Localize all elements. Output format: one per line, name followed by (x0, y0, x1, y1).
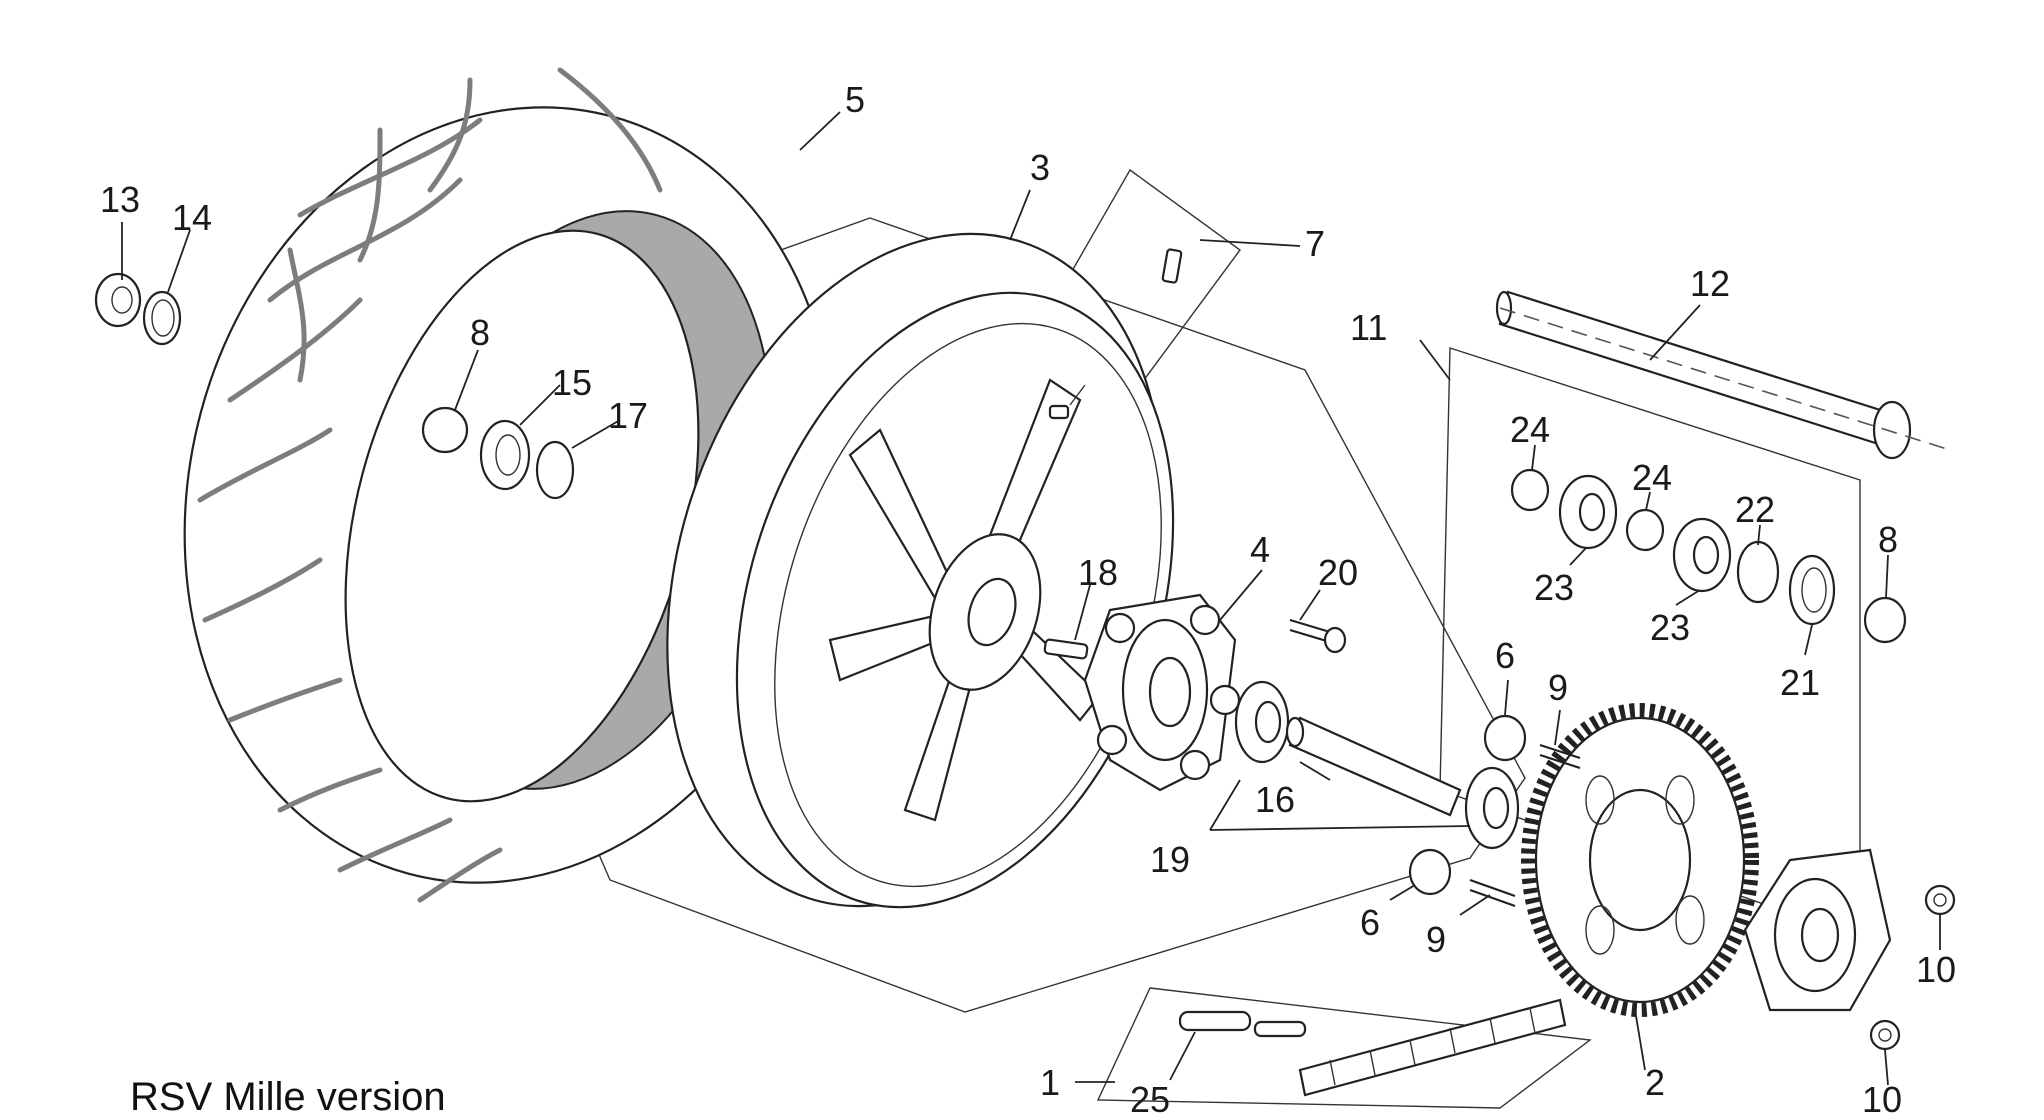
callout-20: 20 (1318, 552, 1358, 593)
spacer-8a (421, 406, 469, 454)
ring-22 (1736, 540, 1780, 604)
bush-6a (1483, 714, 1527, 762)
ring-17 (535, 440, 575, 500)
leader-lines (121, 111, 1941, 1086)
callout-8-right: 8 (1878, 519, 1898, 560)
bearing-15 (479, 419, 531, 491)
rear-flange (1743, 848, 1892, 1012)
callout-23-left: 23 (1534, 567, 1574, 608)
drive-chain (1298, 998, 1567, 1097)
callout-3: 3 (1030, 147, 1050, 188)
bearing-19b (1464, 766, 1520, 850)
seal-21 (1788, 554, 1836, 626)
sprocket (1521, 703, 1759, 1017)
bearing-23a (1558, 474, 1618, 550)
callout-11: 11 (1350, 307, 1387, 348)
wheel-rim (666, 232, 1175, 909)
spacer-13 (94, 272, 142, 328)
callout-10-lower: 10 (1862, 1079, 1902, 1120)
spacer-24a (1510, 468, 1550, 512)
stud-9a (1539, 743, 1581, 770)
nut-10b (1869, 1019, 1901, 1051)
callout-18: 18 (1078, 552, 1118, 593)
wheel-axle (1495, 290, 1951, 460)
spacer-24b (1625, 508, 1665, 552)
callout-16: 16 (1255, 779, 1295, 820)
bush-6b (1408, 848, 1452, 896)
nut-10a (1924, 884, 1956, 916)
sprocket-carrier (1083, 593, 1241, 792)
screw-20 (1289, 618, 1347, 654)
callout-15: 15 (552, 362, 592, 403)
callout-10-upper: 10 (1916, 949, 1956, 990)
master-link (1178, 1010, 1307, 1038)
callout-13: 13 (100, 179, 140, 220)
callout-6-upper: 6 (1495, 635, 1515, 676)
bearing-19a (1234, 680, 1290, 764)
callout-9-lower: 9 (1426, 919, 1446, 960)
callout-9-upper: 9 (1548, 667, 1568, 708)
chain-group-outline (1096, 987, 1592, 1109)
callout-24-right: 24 (1632, 457, 1672, 498)
washer-14 (142, 290, 182, 346)
callout-19: 19 (1150, 839, 1190, 880)
callout-21: 21 (1780, 662, 1820, 703)
callout-4: 4 (1250, 529, 1270, 570)
callout-1: 1 (1040, 1062, 1060, 1103)
callout-2: 2 (1645, 1062, 1665, 1103)
callout-6-lower: 6 (1360, 902, 1380, 943)
callout-7: 7 (1305, 223, 1325, 264)
callout-12: 12 (1690, 263, 1730, 304)
callout-14: 14 (172, 197, 212, 238)
bearing-23b (1672, 517, 1732, 593)
diagram-caption: RSV Mille version (130, 1075, 446, 1119)
spacer-8b (1863, 596, 1907, 644)
dowel-pin (1043, 638, 1089, 660)
callout-5: 5 (845, 79, 865, 120)
callout-25: 25 (1130, 1079, 1170, 1120)
callout-22: 22 (1735, 489, 1775, 530)
callout-17: 17 (608, 395, 648, 436)
callout-24-left: 24 (1510, 409, 1550, 450)
callout-8-left: 8 (470, 312, 490, 353)
stud-9b (1469, 878, 1516, 908)
spacer-16 (1285, 716, 1462, 817)
valve (1048, 248, 1183, 420)
callout-23-right: 23 (1650, 607, 1690, 648)
